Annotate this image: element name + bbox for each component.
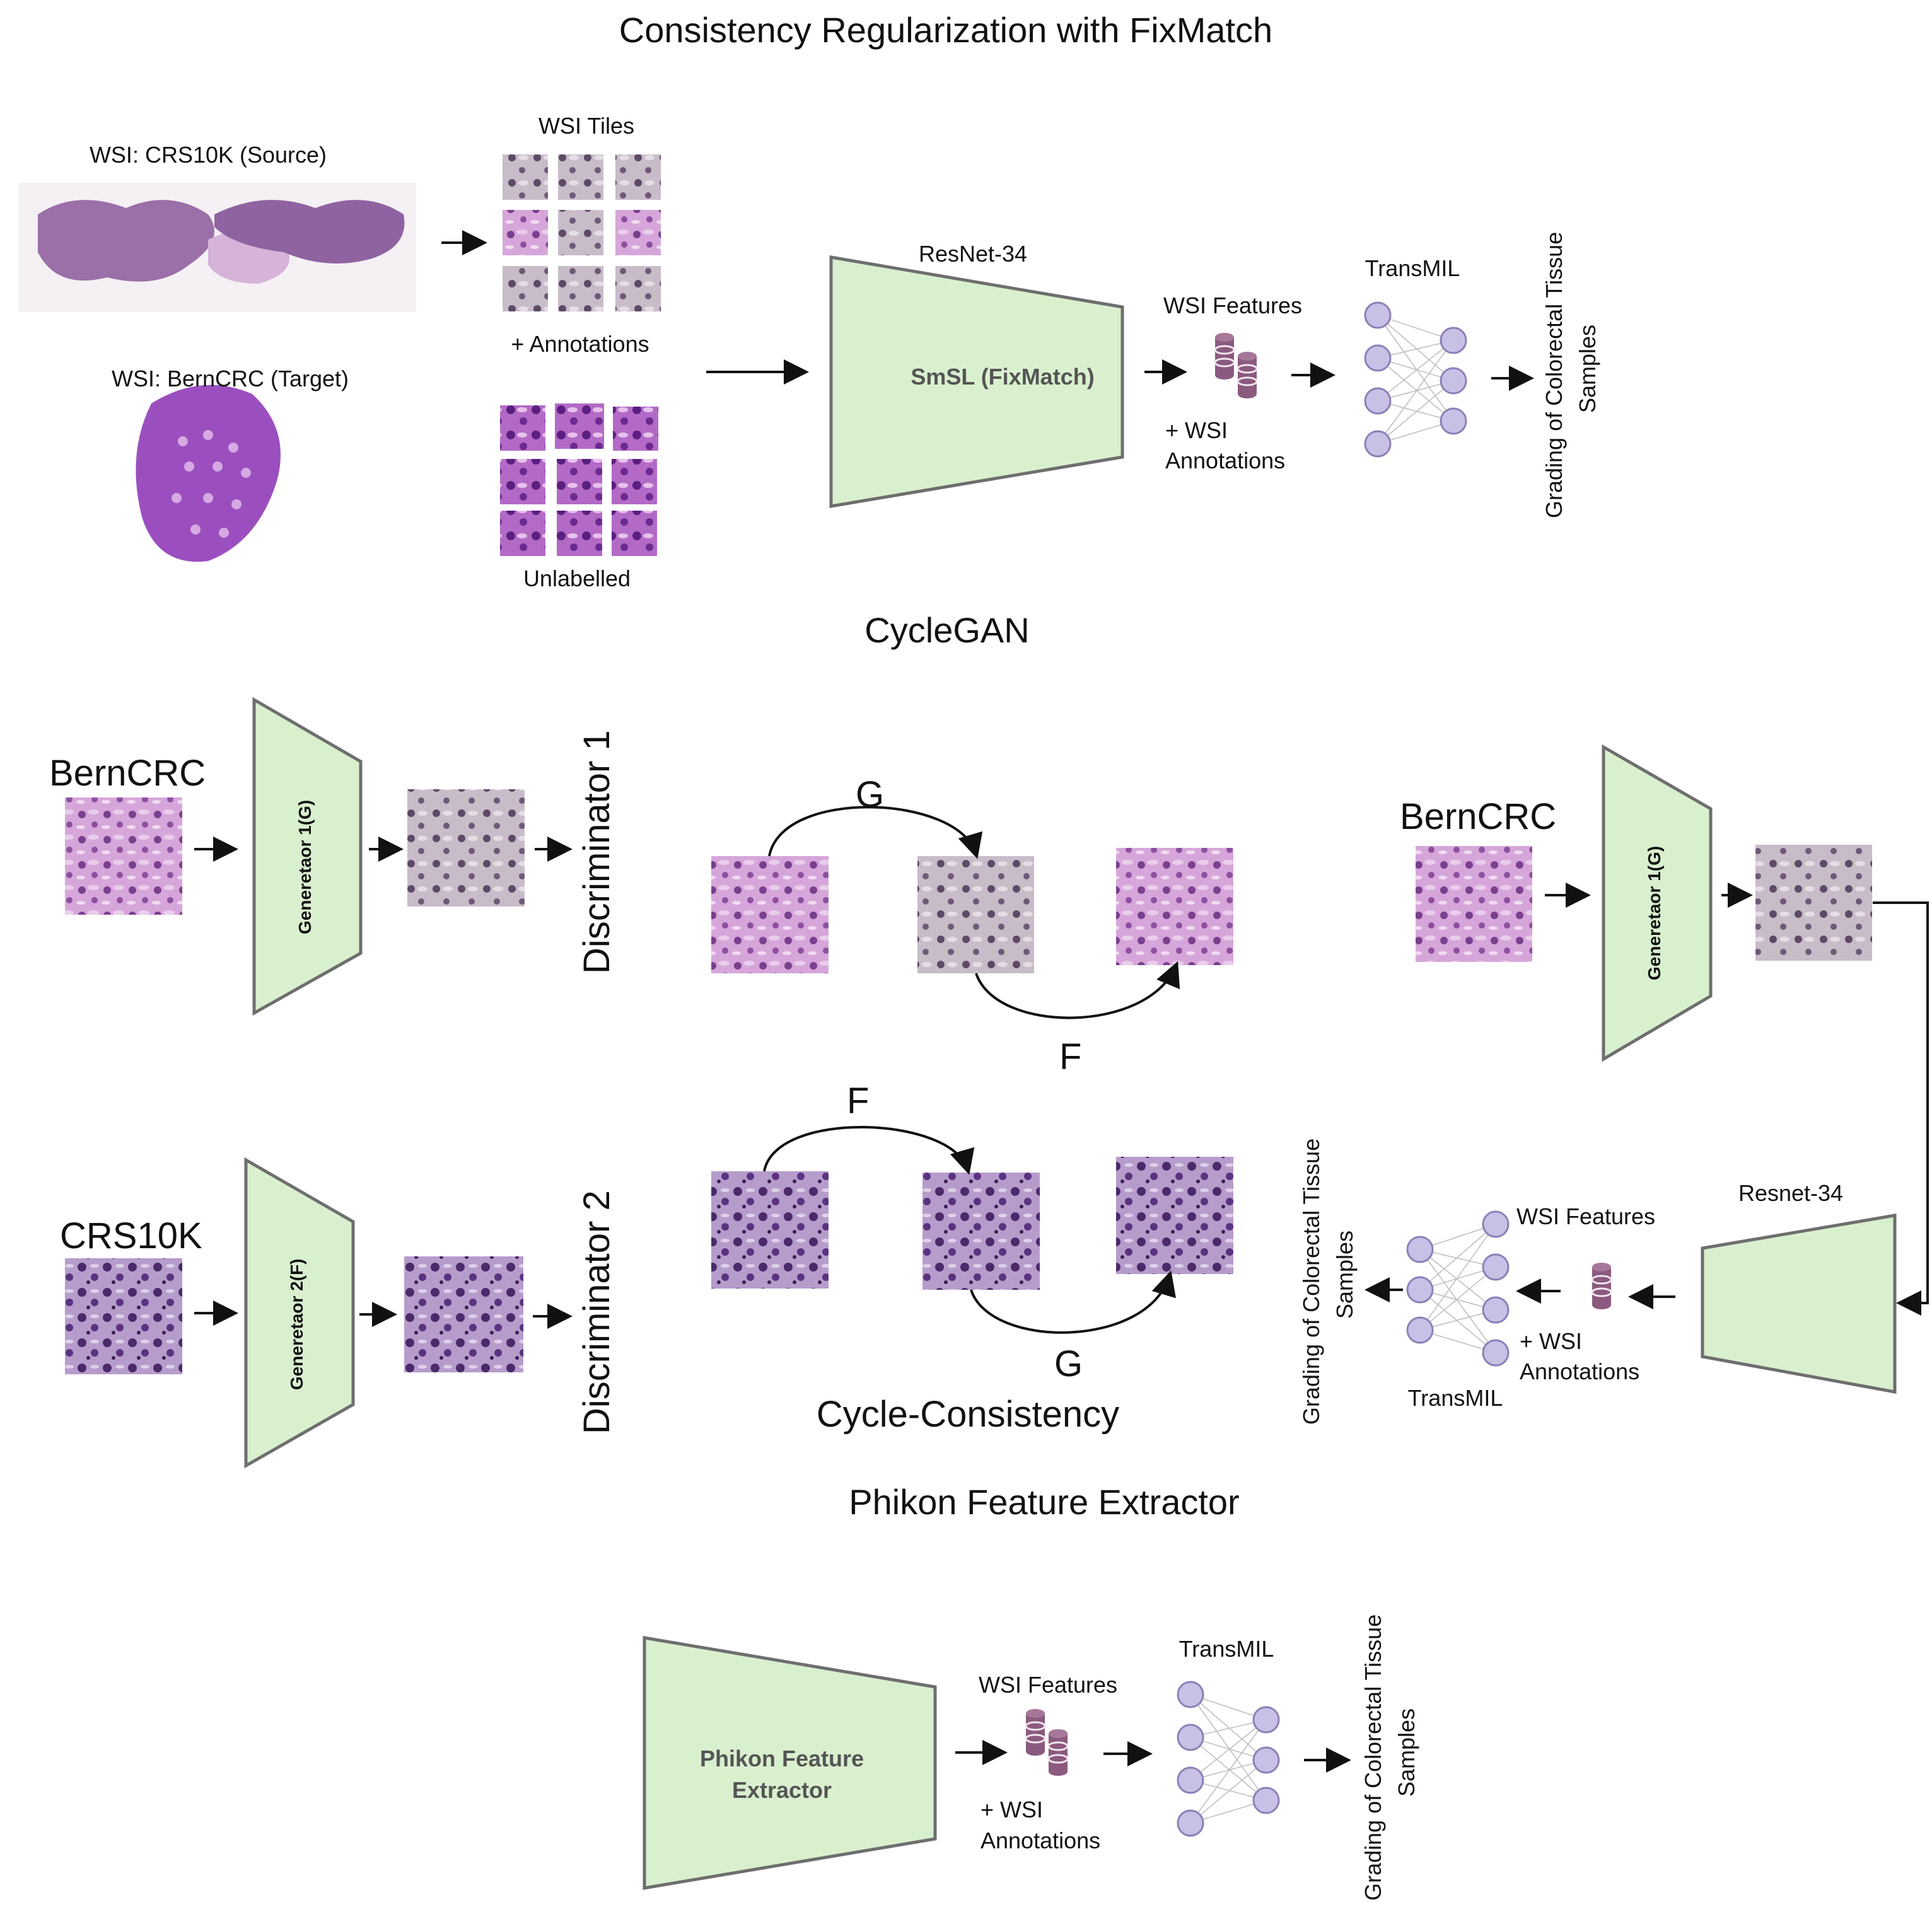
phikon-grading-output-line2: Samples [1394, 1708, 1419, 1797]
arrow-icon [970, 1270, 1176, 1334]
target-wsi-image [136, 385, 281, 562]
wsi-annotations-label-line1: + WSI [1165, 417, 1228, 443]
section-title-fixmatch: Consistency Regularization with FixMatch [619, 10, 1273, 50]
tissue-tile-icon [1116, 1157, 1233, 1274]
annotations-label: + Annotations [511, 331, 649, 357]
arrow-icon [763, 1126, 975, 1175]
right-transmil-label: TransMIL [1407, 1385, 1503, 1411]
unlabelled-tile-grid [500, 403, 658, 556]
section-title-cyclegan: CycleGAN [864, 610, 1030, 650]
phikon-wsi-annotations-line1: + WSI [981, 1797, 1044, 1822]
transmil-label: TransMIL [1365, 255, 1460, 281]
right-wsi-annotations-line2: Annotations [1520, 1359, 1640, 1384]
right-encoder-box [1701, 1214, 1897, 1394]
arrow-icon [768, 806, 983, 859]
crs10k-label: CRS10K [60, 1215, 202, 1256]
discriminator-2-label: Discriminator 2 [576, 1190, 617, 1434]
generator-2-label: Generetaor 2(F) [287, 1258, 306, 1391]
source-wsi-label: WSI: CRS10K (Source) [89, 142, 327, 168]
right-wsi-annotations-line1: + WSI [1520, 1328, 1583, 1354]
database-icon [1591, 1261, 1612, 1311]
unlabelled-label: Unlabelled [523, 565, 631, 591]
neural-network-icon [1364, 301, 1467, 458]
phikon-model-label-line2: Extractor [731, 1777, 832, 1803]
wsi-features-label: WSI Features [1163, 293, 1303, 318]
right-resnet-label: Resnet-34 [1738, 1180, 1844, 1206]
phikon-transmil-label: TransMIL [1178, 1636, 1274, 1662]
tissue-tile-icon [711, 1171, 829, 1289]
generator-2-box [244, 1157, 355, 1469]
fixmatch-encoder-box [829, 255, 1124, 508]
tissue-tile-icon [407, 789, 525, 907]
mapping-f-label-bottom: F [847, 1081, 870, 1121]
tissue-tile-icon [1116, 848, 1233, 965]
source-wsi-image [19, 183, 416, 312]
mapping-f-label-top: F [1059, 1036, 1082, 1077]
database-icon [1025, 1708, 1069, 1777]
right-generator-box [1602, 744, 1713, 1062]
berncrc-label: BernCRC [49, 753, 206, 794]
tissue-tile-icon [404, 1256, 523, 1372]
arrow-icon [975, 961, 1180, 1019]
section-title-phikon: Phikon Feature Extractor [849, 1482, 1240, 1522]
database-icon [1214, 332, 1258, 400]
wsi-tiles-label: WSI Tiles [538, 113, 635, 139]
right-wsi-features-label: WSI Features [1516, 1203, 1656, 1229]
tissue-tile-icon [65, 1258, 182, 1374]
tissue-tile-icon [1755, 845, 1872, 961]
phikon-grading-output-line1: Grading of Colorectal Tissue [1360, 1614, 1386, 1901]
phikon-encoder-box [643, 1636, 937, 1890]
phikon-wsi-annotations-line2: Annotations [981, 1828, 1101, 1853]
cycle-consistency-label: Cycle-Consistency [816, 1394, 1120, 1435]
tissue-tile-icon [917, 856, 1034, 973]
right-berncrc-label: BernCRC [1400, 796, 1557, 837]
phikon-wsi-features-label: WSI Features [978, 1672, 1118, 1698]
tissue-tile-icon [1416, 846, 1532, 962]
neural-network-icon [1406, 1210, 1510, 1367]
mapping-g-label-bottom: G [1054, 1343, 1083, 1384]
grading-output-line1: Grading of Colorectal Tissue [1541, 231, 1567, 518]
wsi-annotations-label-line2: Annotations [1165, 448, 1286, 473]
arrow-icon [1873, 901, 1929, 1316]
smsl-model-label: SmSL (FixMatch) [911, 364, 1095, 390]
generator-1-label: Generetaor 1(G) [295, 799, 315, 934]
discriminator-1-label: Discriminator 1 [576, 730, 617, 974]
target-wsi-label: WSI: BernCRC (Target) [111, 366, 349, 391]
grading-output-line2: Samples [1574, 324, 1600, 413]
mapping-g-label-top: G [856, 774, 885, 815]
resnet-label: ResNet-34 [918, 241, 1028, 267]
right-grading-output-line2: Samples [1332, 1230, 1358, 1319]
generator-1-box [252, 697, 363, 1016]
right-generator-label: Generetaor 1(G) [1644, 845, 1664, 980]
right-grading-output-line1: Grading of Colorectal Tissue [1298, 1138, 1324, 1425]
tissue-tile-icon [65, 797, 182, 915]
neural-network-icon [1177, 1681, 1280, 1837]
phikon-model-label-line1: Phikon Feature [699, 1746, 864, 1771]
tissue-tile-icon [711, 856, 829, 973]
labelled-tile-grid [503, 154, 661, 311]
tissue-tile-icon [922, 1173, 1040, 1290]
